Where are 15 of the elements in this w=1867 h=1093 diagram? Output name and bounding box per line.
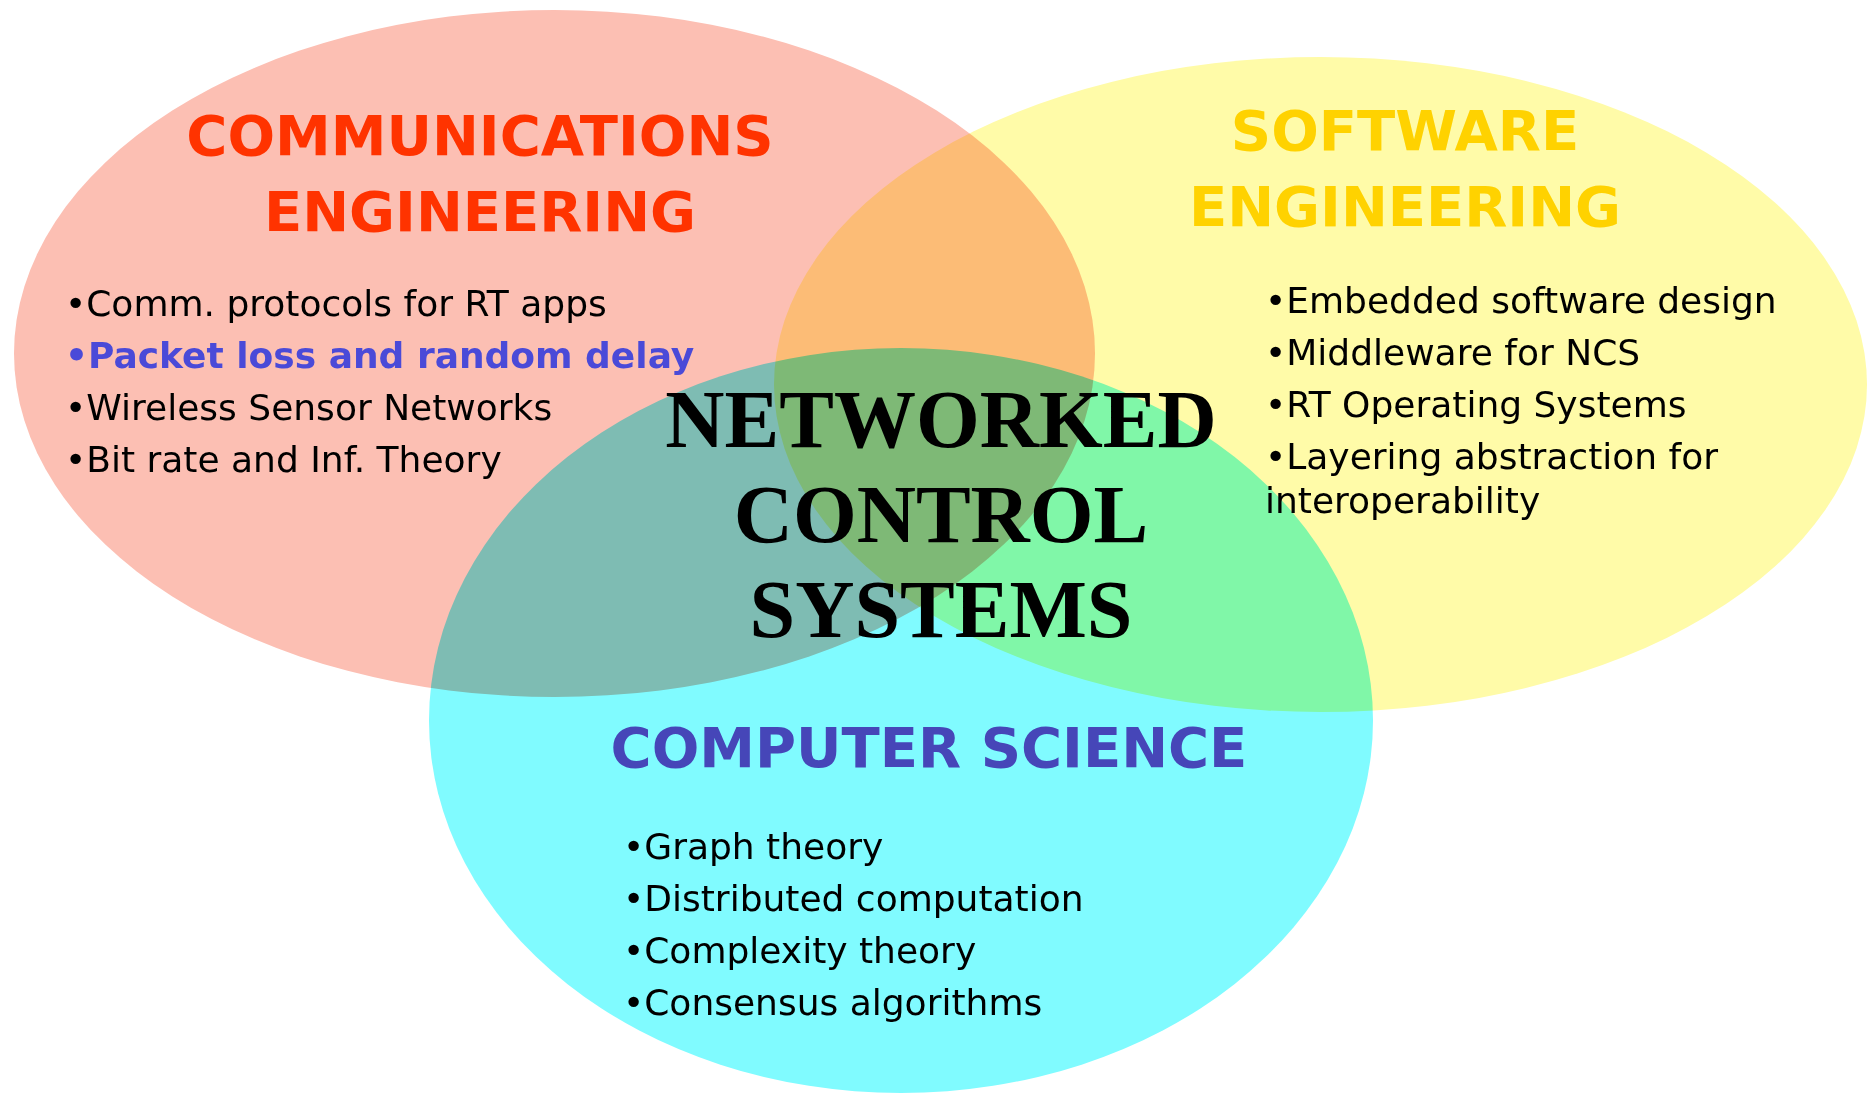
bullet-item: •Comm. protocols for RT apps bbox=[65, 282, 607, 326]
bullet-item: •Graph theory bbox=[623, 825, 884, 869]
bullet-item: •Complexity theory bbox=[623, 929, 977, 973]
bullet-item: •Packet loss and random delay bbox=[65, 334, 695, 378]
bullet-item: •RT Operating Systems bbox=[1265, 383, 1687, 427]
bullet-item: •Distributed computation bbox=[623, 877, 1084, 921]
section-heading: COMMUNICATIONS ENGINEERING bbox=[185, 102, 775, 246]
section-heading: COMPUTER SCIENCE bbox=[609, 714, 1249, 782]
bullet-item: •Middleware for NCS bbox=[1265, 331, 1641, 375]
bullet-item: •Bit rate and Inf. Theory bbox=[65, 438, 502, 482]
bullet-item: •Embedded software design bbox=[1265, 279, 1777, 323]
bullet-item: •Layering abstraction for interoperability bbox=[1265, 435, 1720, 523]
section-heading: SOFTWARE ENGINEERING bbox=[1187, 97, 1623, 241]
bullet-item: •Wireless Sensor Networks bbox=[65, 386, 553, 430]
bullet-item: •Consensus algorithms bbox=[623, 981, 1043, 1025]
